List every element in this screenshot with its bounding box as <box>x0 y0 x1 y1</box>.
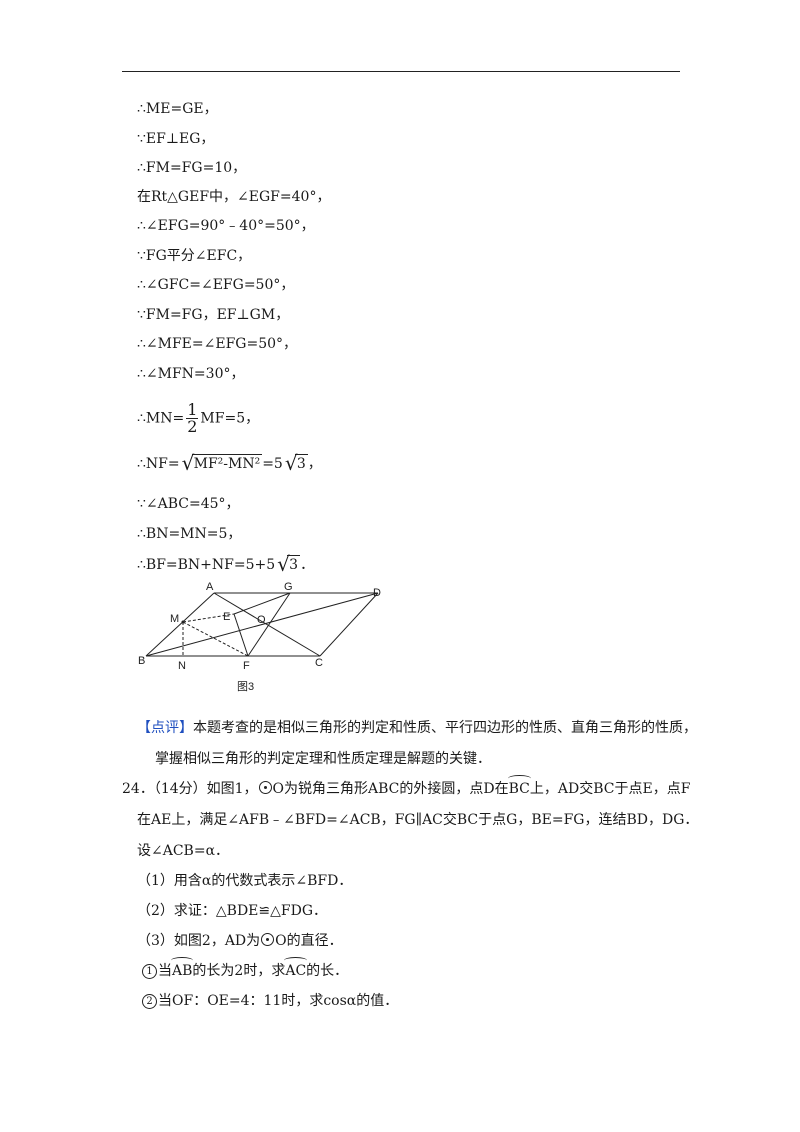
proof-line: ∴∠EFG=90°﹣40°=50°， <box>137 218 315 234</box>
proof-line: ∴∠GFC=∠EFG=50°， <box>137 277 295 293</box>
segment-eg <box>233 592 291 615</box>
label-g: G <box>284 581 293 593</box>
label-n: N <box>178 660 186 672</box>
proof-line: ∵FG平分∠EFC， <box>137 248 252 264</box>
sqrt-three: √3 <box>277 552 301 576</box>
proof-line: ∴∠MFN=30°， <box>137 366 245 382</box>
label-f: F <box>243 660 250 672</box>
comment-line-2: 掌握相似三角形的判定定理和性质定理是解题的关键． <box>155 751 491 767</box>
question-24-part-1: （1）用含α的代数式表示∠BFD． <box>137 873 353 889</box>
sqrt-expression: √MF²-MN² <box>181 451 263 475</box>
arc-ab: AB <box>170 957 194 979</box>
sqrt-three: √3 <box>284 451 308 475</box>
proof-line: ∵∠ABC=45°， <box>137 496 240 512</box>
figure-caption: 图3 <box>237 680 254 693</box>
segment-fg <box>247 592 291 657</box>
circled-number-1: 1 <box>142 964 157 979</box>
header-rule <box>122 71 680 72</box>
question-24-line-3: 设∠ACB=α． <box>137 843 230 859</box>
segment-mf <box>182 621 249 657</box>
proof-line: ∴BN=MN=5， <box>137 526 242 542</box>
label-d: D <box>373 587 381 599</box>
proof-line: 在Rt△GEF中，∠EGF=40°， <box>137 189 331 205</box>
proof-line: ∴ME=GE， <box>137 101 218 117</box>
segment-dc <box>319 592 379 657</box>
label-c: C <box>315 657 323 669</box>
comment-tag: 【点评】 <box>137 720 193 736</box>
proof-line: ∵EF⊥EG， <box>137 131 215 147</box>
question-24-line-1: 24．（14分）如图1，O为锐角三角形ABC的外接圆，点D在BC上，AD交BC于… <box>122 775 691 797</box>
point-m <box>181 620 185 624</box>
label-o: O <box>257 614 266 626</box>
geometry-figure-3: A G D M E O B N F C 图3 <box>138 581 381 693</box>
segment-me <box>182 613 235 623</box>
proof-line-bf: ∴BF=BN+NF=5+5√3． <box>137 552 315 576</box>
segment-ac <box>213 592 321 657</box>
circled-number-2: 2 <box>142 994 157 1009</box>
proof-line: ∵FM=FG，EF⊥GM， <box>137 307 290 323</box>
circle-dot-icon <box>261 933 275 946</box>
comment-line-1: 【点评】本题考查的是相似三角形的判定和性质、平行四边形的性质、直角三角形的性质， <box>137 720 697 736</box>
proof-line-nf: ∴NF=√MF²-MN²=5√3， <box>137 451 322 475</box>
label-b: B <box>138 655 145 667</box>
arc-ac: AC <box>284 957 307 979</box>
proof-line: ∴FM=FG=10， <box>137 160 247 176</box>
circle-dot-icon <box>258 781 272 794</box>
proof-line: ∴∠MFE=∠EFG=50°， <box>137 336 298 352</box>
label-e: E <box>223 611 230 623</box>
segment-fe <box>233 613 249 657</box>
arc-bc: BC <box>507 775 532 797</box>
label-a: A <box>206 581 214 593</box>
segment-bd <box>145 592 379 657</box>
label-m: M <box>170 613 179 625</box>
question-24-line-2: 在AE上，满足∠AFB﹣∠BFD=∠ACB，FG∥AC交BC于点G，BE=FG，… <box>137 812 699 828</box>
segment-ba <box>145 592 215 657</box>
question-24-part-2: （2）求证：△BDE≌△FDG． <box>137 903 328 919</box>
